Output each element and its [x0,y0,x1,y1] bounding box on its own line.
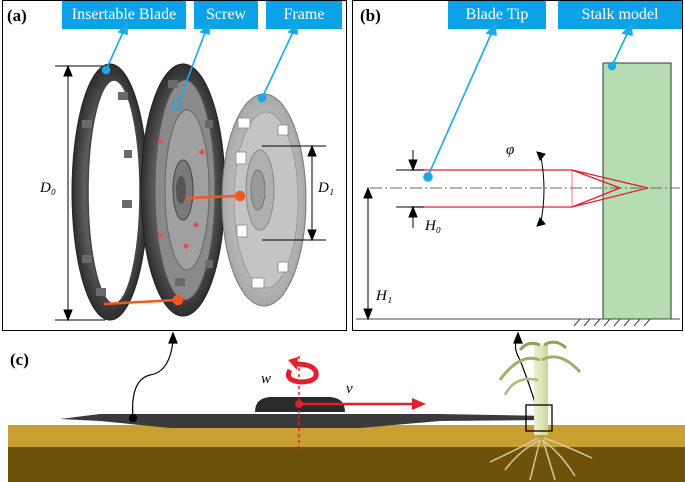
h1-dimension [363,186,373,321]
v-label: v [346,381,353,397]
h0-dimension [396,150,424,228]
ground-line [356,318,680,327]
leader-lines-a [101,22,298,112]
stalk-focus-box [525,404,553,432]
d1-label: D₁ [318,180,335,196]
rotation-arrow [285,357,319,385]
velocity-arrow [295,398,426,410]
insertable-blade-ring [71,63,149,321]
blade-tip-shape [410,169,649,208]
soil-bottom [8,447,685,482]
phi-angle [536,151,546,227]
frame [221,93,307,307]
panel-a-label: (a) [7,6,27,25]
corn-plant [489,340,593,481]
d0-dimension [55,64,105,322]
screw-tag: Screw [194,1,258,29]
panel-c-label: (c) [10,350,29,369]
blade-assembly [140,63,226,317]
d1-dimension [262,144,326,242]
phi-label: φ [506,142,515,158]
insertable-blade-tag: Insertable Blade [62,1,186,29]
connection-arrows [103,190,246,306]
frame-tag: Frame [266,1,342,29]
blade-tip-tag: Blade Tip [448,1,546,29]
stalk-model-tag: Stalk model [558,1,682,29]
w-label: w [261,371,272,387]
d0-label: D₀ [40,180,57,196]
panel-b-label: (b) [360,6,381,25]
h0-label: H₀ [425,218,442,234]
h1-label: H₁ [376,288,393,304]
soil-top [8,425,685,447]
leader-blade-tip [423,23,633,182]
